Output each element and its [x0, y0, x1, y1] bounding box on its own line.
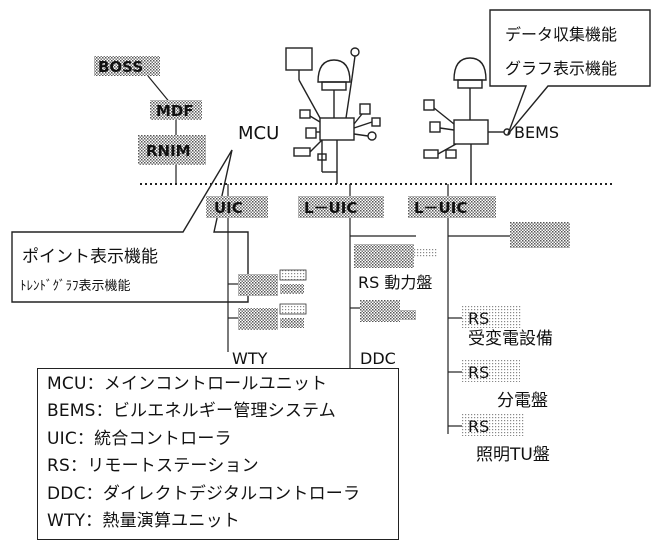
rs-power-device: [354, 244, 438, 268]
rs-3-device: RS: [462, 414, 524, 436]
rs-2-device: RS: [462, 360, 520, 382]
bems-unit-icon: [453, 119, 489, 145]
rnim-node: RNIM: [138, 135, 206, 165]
camera-icon: [350, 47, 360, 57]
sensor-icon: [423, 99, 435, 111]
l-uic-1-node: L－UIC: [298, 196, 384, 218]
l-uic-2-device: [510, 222, 570, 248]
uic-label: UIC: [214, 199, 243, 217]
callout-left: ポイント表示機能 ﾄﾚﾝﾄﾞｸﾞﾗﾌ表示機能: [11, 149, 249, 303]
callout-right-line-2: グラフ表示機能: [505, 59, 617, 78]
mcu-label: MCU: [238, 123, 279, 144]
rs-1-device: RS: [462, 306, 522, 328]
wty-label: WTY: [232, 349, 268, 368]
monitor-icon: [285, 47, 313, 71]
crt-icon: [317, 59, 351, 83]
l-uic-2-node: L－UIC: [408, 196, 496, 218]
l-uic-1-label: L－UIC: [304, 199, 357, 217]
rs-3-code: RS: [468, 417, 489, 436]
mcu-workstation: [285, 47, 381, 184]
callout-right-line-1: データ収集機能: [505, 25, 617, 44]
mcu-unit-icon: [319, 117, 355, 141]
legend-box: MCU：メインコントロールユニット BEMS：ビルエネルギー管理システム UIC…: [37, 368, 399, 540]
keyboard-icon: [293, 147, 311, 157]
rs-2-label: 分電盤: [497, 391, 548, 411]
callout-left-line-1: ポイント表示機能: [22, 247, 158, 267]
bems-label: BEMS: [514, 123, 559, 142]
keyboard-icon: [423, 149, 439, 159]
mdf-label: MDF: [156, 102, 194, 120]
legend-bems: BEMS：ビルエネルギー管理システム: [47, 401, 336, 422]
legend-rs: RS：リモートステーション: [47, 456, 259, 477]
legend-mcu: MCU：メインコントロールユニット: [47, 374, 328, 394]
printer-icon: [299, 109, 311, 119]
rs-1-label: 受変電設備: [468, 329, 553, 349]
callout-left-line-2: ﾄﾚﾝﾄﾞｸﾞﾗﾌ表示機能: [20, 279, 131, 294]
legend-ddc: DDC：ダイレクトデジタルコントローラ: [47, 483, 361, 504]
rs-2-code: RS: [468, 363, 489, 382]
rnim-label: RNIM: [146, 142, 191, 160]
uic-node: UIC: [206, 196, 268, 218]
legend-wty: WTY：熱量演算ユニット: [47, 511, 240, 532]
mdf-node: MDF: [150, 100, 202, 120]
uic-device-2: [238, 303, 307, 330]
l-uic-2-label: L－UIC: [414, 199, 467, 217]
boss-label: BOSS: [98, 58, 143, 76]
ddc-label: DDC: [360, 349, 396, 368]
legend-uic: UIC：統合コントローラ: [47, 428, 232, 449]
rs-1-code: RS: [468, 309, 489, 328]
callout-right: データ収集機能 グラフ表示機能: [489, 9, 651, 135]
rs-power-label: RS 動力盤: [358, 273, 432, 292]
crt-icon: [453, 57, 487, 81]
uic-device-1: [238, 269, 307, 296]
boss-node: BOSS: [94, 56, 160, 76]
ddc-device: [360, 300, 416, 322]
rs-3-label: 照明TU盤: [476, 445, 550, 465]
